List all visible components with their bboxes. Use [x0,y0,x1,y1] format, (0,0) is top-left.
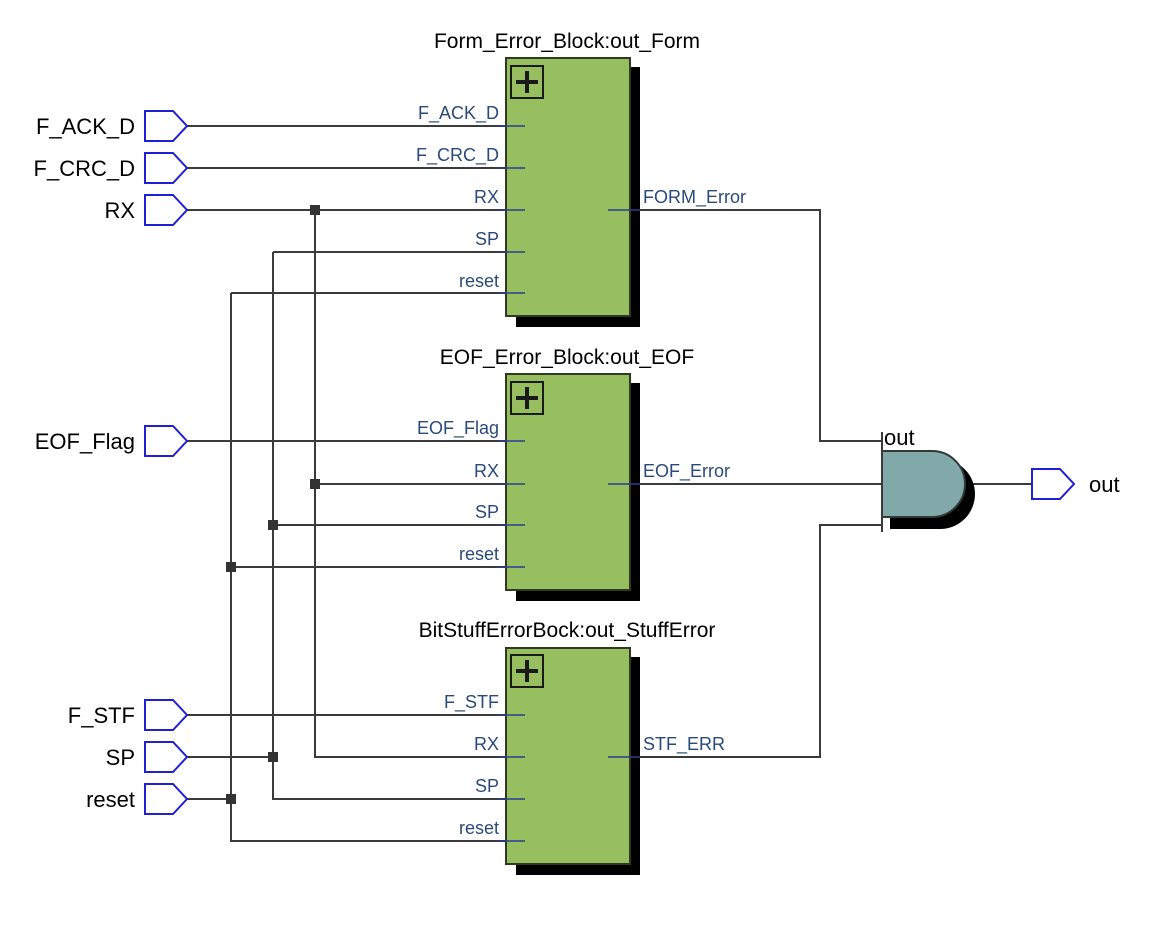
input-pin-rx[interactable]: RX [104,194,189,226]
input-label-f-ack-d: F_ACK_D [36,114,135,139]
port-label: reset [459,271,499,291]
wire-reset [187,292,520,842]
block-form-error[interactable]: Form_Error_Block:out_Form F_ACK_D F_CRC_… [416,30,746,327]
port-stubs [498,714,640,842]
gate-out[interactable]: out [881,425,975,532]
port-label: F_STF [444,692,499,713]
port-label: reset [459,544,499,564]
port-label: SP [475,502,499,522]
input-pin-f-crc-d[interactable]: F_CRC_D [34,152,189,184]
input-label-sp: SP [106,745,135,770]
input-pin-reset[interactable]: reset [86,783,189,815]
port-label-out: FORM_Error [643,187,746,208]
junction-dot [226,794,236,804]
junction-dot [268,520,278,530]
input-label-eof-flag: EOF_Flag [35,429,135,454]
port-label: reset [459,818,499,838]
block-title-stuff: BitStuffErrorBock:out_StuffError [419,619,716,642]
input-pins: F_ACK_D F_CRC_D RX EOF_Flag F_STF SP res… [34,110,189,815]
block-title-eof: EOF_Error_Block:out_EOF [440,346,694,369]
wire-rx [187,209,520,758]
junction-dot [310,205,320,215]
wire-stf-err [625,524,882,758]
input-label-rx: RX [104,198,135,223]
expand-icon[interactable] [510,65,544,99]
port-label-out: STF_ERR [643,734,725,755]
port-label: SP [475,229,499,249]
port-stubs [498,125,640,294]
input-label-reset: reset [86,787,135,812]
block-title-form: Form_Error_Block:out_Form [434,30,700,53]
port-label: F_ACK_D [418,103,499,124]
expand-icon[interactable] [510,381,544,415]
port-label: RX [474,734,499,754]
expand-icon[interactable] [510,654,544,688]
port-label-out: EOF_Error [643,461,730,482]
input-pin-eof-flag[interactable]: EOF_Flag [35,425,189,457]
gate-body [881,450,966,518]
port-label: RX [474,461,499,481]
input-pin-f-ack-d[interactable]: F_ACK_D [36,110,189,142]
junction-dot [268,752,278,762]
port-label: RX [474,187,499,207]
junction-dot [226,562,236,572]
output-label: out [1089,472,1120,497]
input-pin-f-stf[interactable]: F_STF [68,699,189,731]
wire-form-error [625,209,882,442]
wires [187,125,1032,842]
port-label: EOF_Flag [417,418,499,439]
block-stuff-error[interactable]: BitStuffErrorBock:out_StuffError F_STF R… [419,619,725,875]
input-label-f-stf: F_STF [68,703,135,728]
port-stubs [498,440,640,568]
junction-dot [310,479,320,489]
block-body [505,57,631,317]
wire-sp [187,251,520,800]
port-label: F_CRC_D [416,145,499,166]
port-label: SP [475,776,499,796]
gate-label: out [884,425,915,450]
input-label-f-crc-d: F_CRC_D [34,156,135,181]
block-eof-error[interactable]: EOF_Error_Block:out_EOF EOF_Flag RX SP r… [417,346,730,601]
junctions [226,205,320,804]
input-pin-sp[interactable]: SP [106,741,189,773]
output-pin-out[interactable]: out [1031,468,1120,500]
